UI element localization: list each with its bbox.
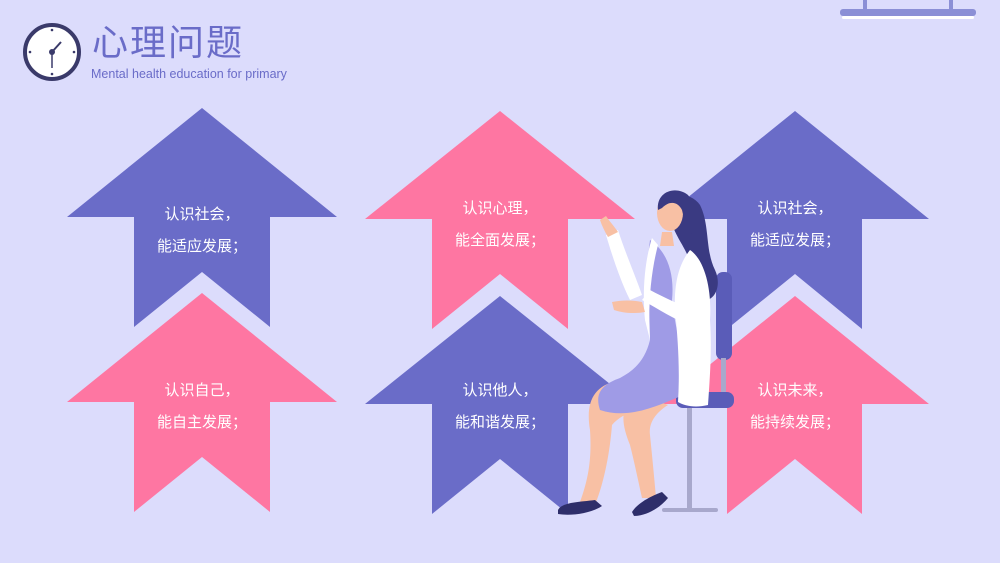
arrow-label-1: 认识社会， 能适应发展； <box>156 205 247 255</box>
hanging-frame-decoration <box>840 0 976 19</box>
page-subtitle: Mental health education for primary <box>91 67 287 81</box>
page-title: 心理问题 <box>92 23 245 64</box>
arrow-label-2: 认识心理， 能全面发展； <box>454 199 545 249</box>
arrow-shape-4 <box>67 293 337 512</box>
arrow-shape-2 <box>365 111 635 329</box>
clock-icon <box>23 23 81 81</box>
arrow-label-3: 认识社会， 能适应发展； <box>749 199 840 249</box>
arrow-shape-5 <box>365 296 635 514</box>
arrow-label-6: 认识未来， 能持续发展； <box>749 381 840 431</box>
arrow-label-4: 认识自己， 能自主发展； <box>156 381 247 431</box>
arrow-label-5: 认识他人， 能和谐发展； <box>454 381 545 431</box>
arrow-shape-1 <box>67 108 337 327</box>
woman-sitting-illustration <box>558 190 734 516</box>
